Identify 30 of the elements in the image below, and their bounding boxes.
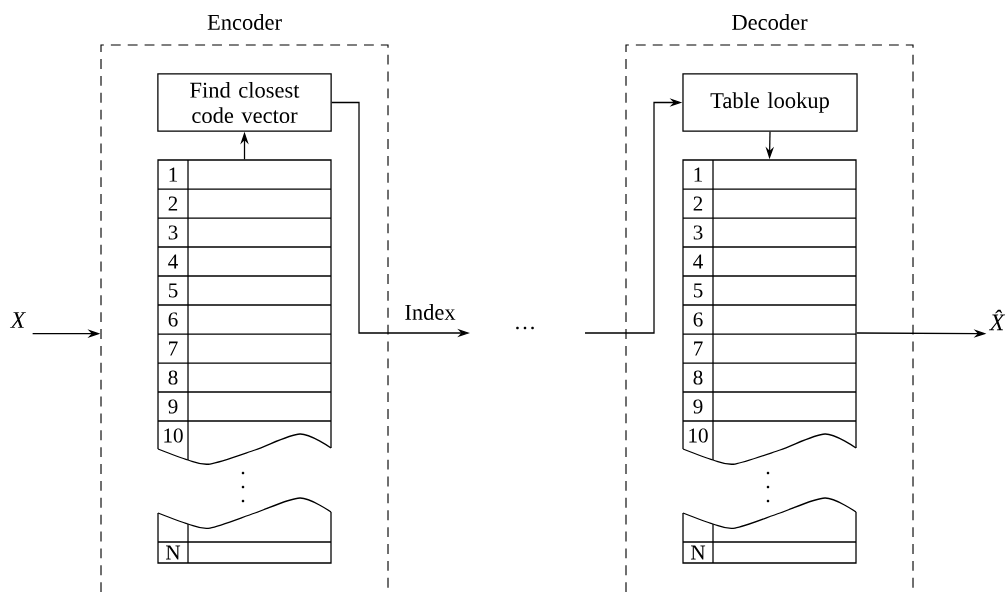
row-number: 1 — [169, 167, 177, 182]
row-number: 6 — [168, 312, 178, 327]
row-number: 9 — [693, 399, 703, 414]
row-number: 2 — [693, 196, 703, 211]
row-number: N — [691, 545, 706, 560]
row-number: 4 — [168, 254, 178, 269]
process-box: Find closest code vector — [157, 73, 332, 132]
row-number: 2 — [168, 196, 178, 211]
frame-title: Decoder — [732, 14, 808, 30]
row-number: 8 — [693, 370, 703, 385]
row-number: 3 — [693, 225, 703, 240]
row-number: 10 — [164, 428, 183, 443]
row-number: 5 — [693, 283, 703, 298]
row-number: 7 — [169, 341, 178, 356]
ellipsis: … — [516, 326, 534, 330]
signal-label: X̂ — [988, 309, 1006, 331]
row-number: N — [166, 545, 181, 560]
signal-label: X — [9, 312, 27, 328]
row-number: 5 — [168, 283, 178, 298]
row-number: 7 — [694, 341, 703, 356]
row-number: 6 — [693, 312, 703, 327]
frame-title: Encoder — [207, 14, 282, 30]
row-number: 1 — [694, 167, 702, 182]
row-number: 10 — [689, 428, 708, 443]
row-number: 9 — [168, 399, 178, 414]
row-number: 8 — [168, 370, 178, 385]
row-number: 3 — [168, 225, 178, 240]
process-box: Table lookup — [682, 73, 858, 132]
row-number: 4 — [693, 254, 703, 269]
edge-label: Index — [403, 302, 457, 322]
